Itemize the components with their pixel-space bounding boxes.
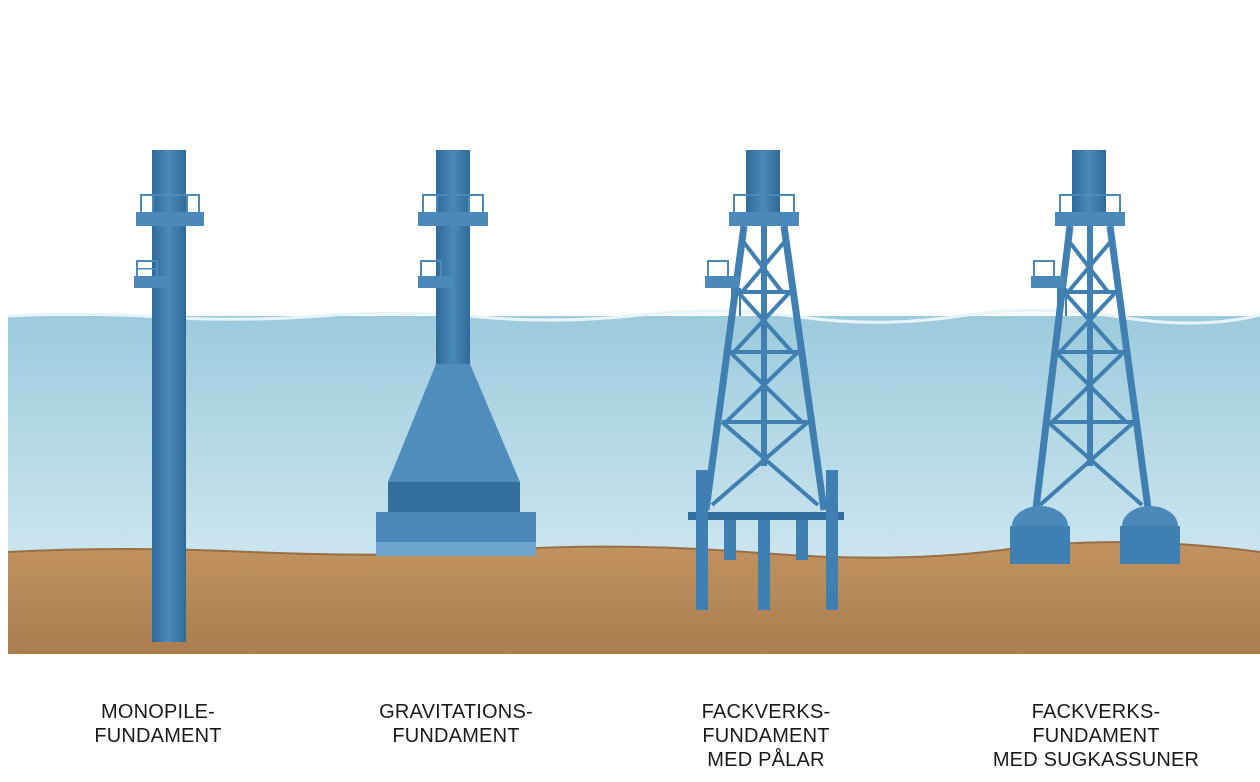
caption-jacket-suction-line-3: MED SUGKASSUNER bbox=[992, 749, 1200, 771]
caption-jacket-piles-line-3: MED PÅLAR bbox=[707, 749, 825, 771]
jacket-pile-foundation bbox=[688, 150, 844, 610]
monopile-foundation bbox=[134, 150, 204, 642]
caption-jacket-piles-line-1: FACKVERKS- bbox=[701, 701, 831, 723]
caption-jacket-piles-line-2: FUNDAMENT bbox=[702, 725, 830, 747]
caption-gravity-line-2: FUNDAMENT bbox=[392, 725, 520, 747]
caption-jacket-suction-line-2: FUNDAMENT bbox=[1032, 725, 1160, 747]
foundation-illustration bbox=[7, 150, 1260, 654]
caption-jacket-suction: FACKVERKS- FUNDAMENT MED SUGKASSUNER bbox=[946, 700, 1246, 772]
caption-monopile-line-1: MONOPILE- bbox=[100, 701, 216, 723]
caption-jacket-piles: FACKVERKS- FUNDAMENT MED PÅLAR bbox=[616, 700, 916, 772]
seabed bbox=[8, 542, 1260, 654]
caption-monopile: MONOPILE- FUNDAMENT bbox=[8, 700, 308, 748]
caption-monopile-line-2: FUNDAMENT bbox=[94, 725, 222, 747]
jacket-suction-foundation bbox=[1010, 150, 1180, 564]
caption-jacket-suction-line-1: FACKVERKS- bbox=[1031, 701, 1161, 723]
gravity-foundation bbox=[376, 150, 536, 556]
caption-gravity-line-1: GRAVITATIONS- bbox=[379, 701, 533, 723]
caption-gravity: GRAVITATIONS- FUNDAMENT bbox=[306, 700, 606, 748]
